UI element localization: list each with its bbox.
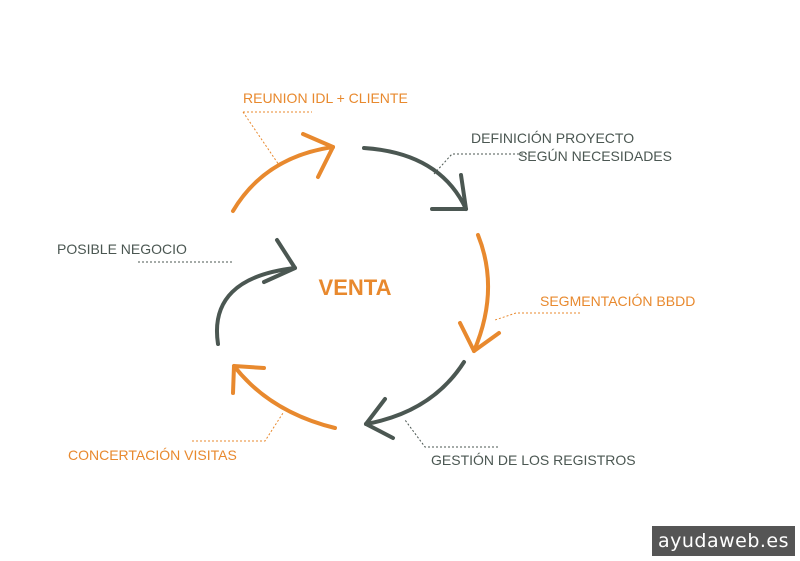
arrow-concertacion (231, 364, 337, 430)
arc-gestion (364, 360, 466, 426)
label-definicion-line1: DEFINICIÓN PROYECTO (471, 130, 634, 146)
arrow-segmentacion (458, 233, 501, 353)
center-title: VENTA (319, 275, 392, 300)
label-segmentacion: SEGMENTACIÓN BBDD (540, 293, 695, 309)
arrow-reunion (231, 132, 335, 213)
arc-concertacion (232, 364, 337, 430)
arrowhead-reunion-icon (301, 132, 335, 179)
arc-definicion (362, 146, 468, 211)
leader-gestion (404, 419, 498, 448)
arc-segmentacion (472, 233, 490, 353)
arrow-gestion (364, 360, 466, 440)
watermark-badge: ayudaweb.es (652, 526, 795, 556)
arc-posible-negocio (215, 266, 297, 346)
label-concertacion: CONCERTACIÓN VISITAS (68, 447, 237, 463)
arc-reunion (231, 145, 335, 213)
label-reunion: REUNION IDL + CLIENTE (243, 90, 408, 106)
label-gestion: GESTIÓN DE LOS REGISTROS (431, 452, 636, 468)
leader-reunion-b (242, 111, 280, 166)
arrowhead-posible-negocio-icon (262, 238, 297, 284)
arrow-posible-negocio (215, 238, 297, 346)
label-posible-negocio: POSIBLE NEGOCIO (57, 241, 187, 257)
arrowhead-gestion-icon (364, 397, 395, 440)
leader-concertacion (192, 412, 284, 442)
label-definicion-line2: SEGÚN NECESIDADES (518, 148, 672, 164)
arrowhead-segmentacion-icon (458, 321, 501, 353)
arrowhead-definicion-icon (430, 173, 468, 211)
arrowhead-concertacion-icon (231, 364, 266, 395)
leader-definicion (433, 153, 527, 175)
arrow-definicion (362, 146, 468, 211)
leader-segmentacion (494, 312, 580, 321)
